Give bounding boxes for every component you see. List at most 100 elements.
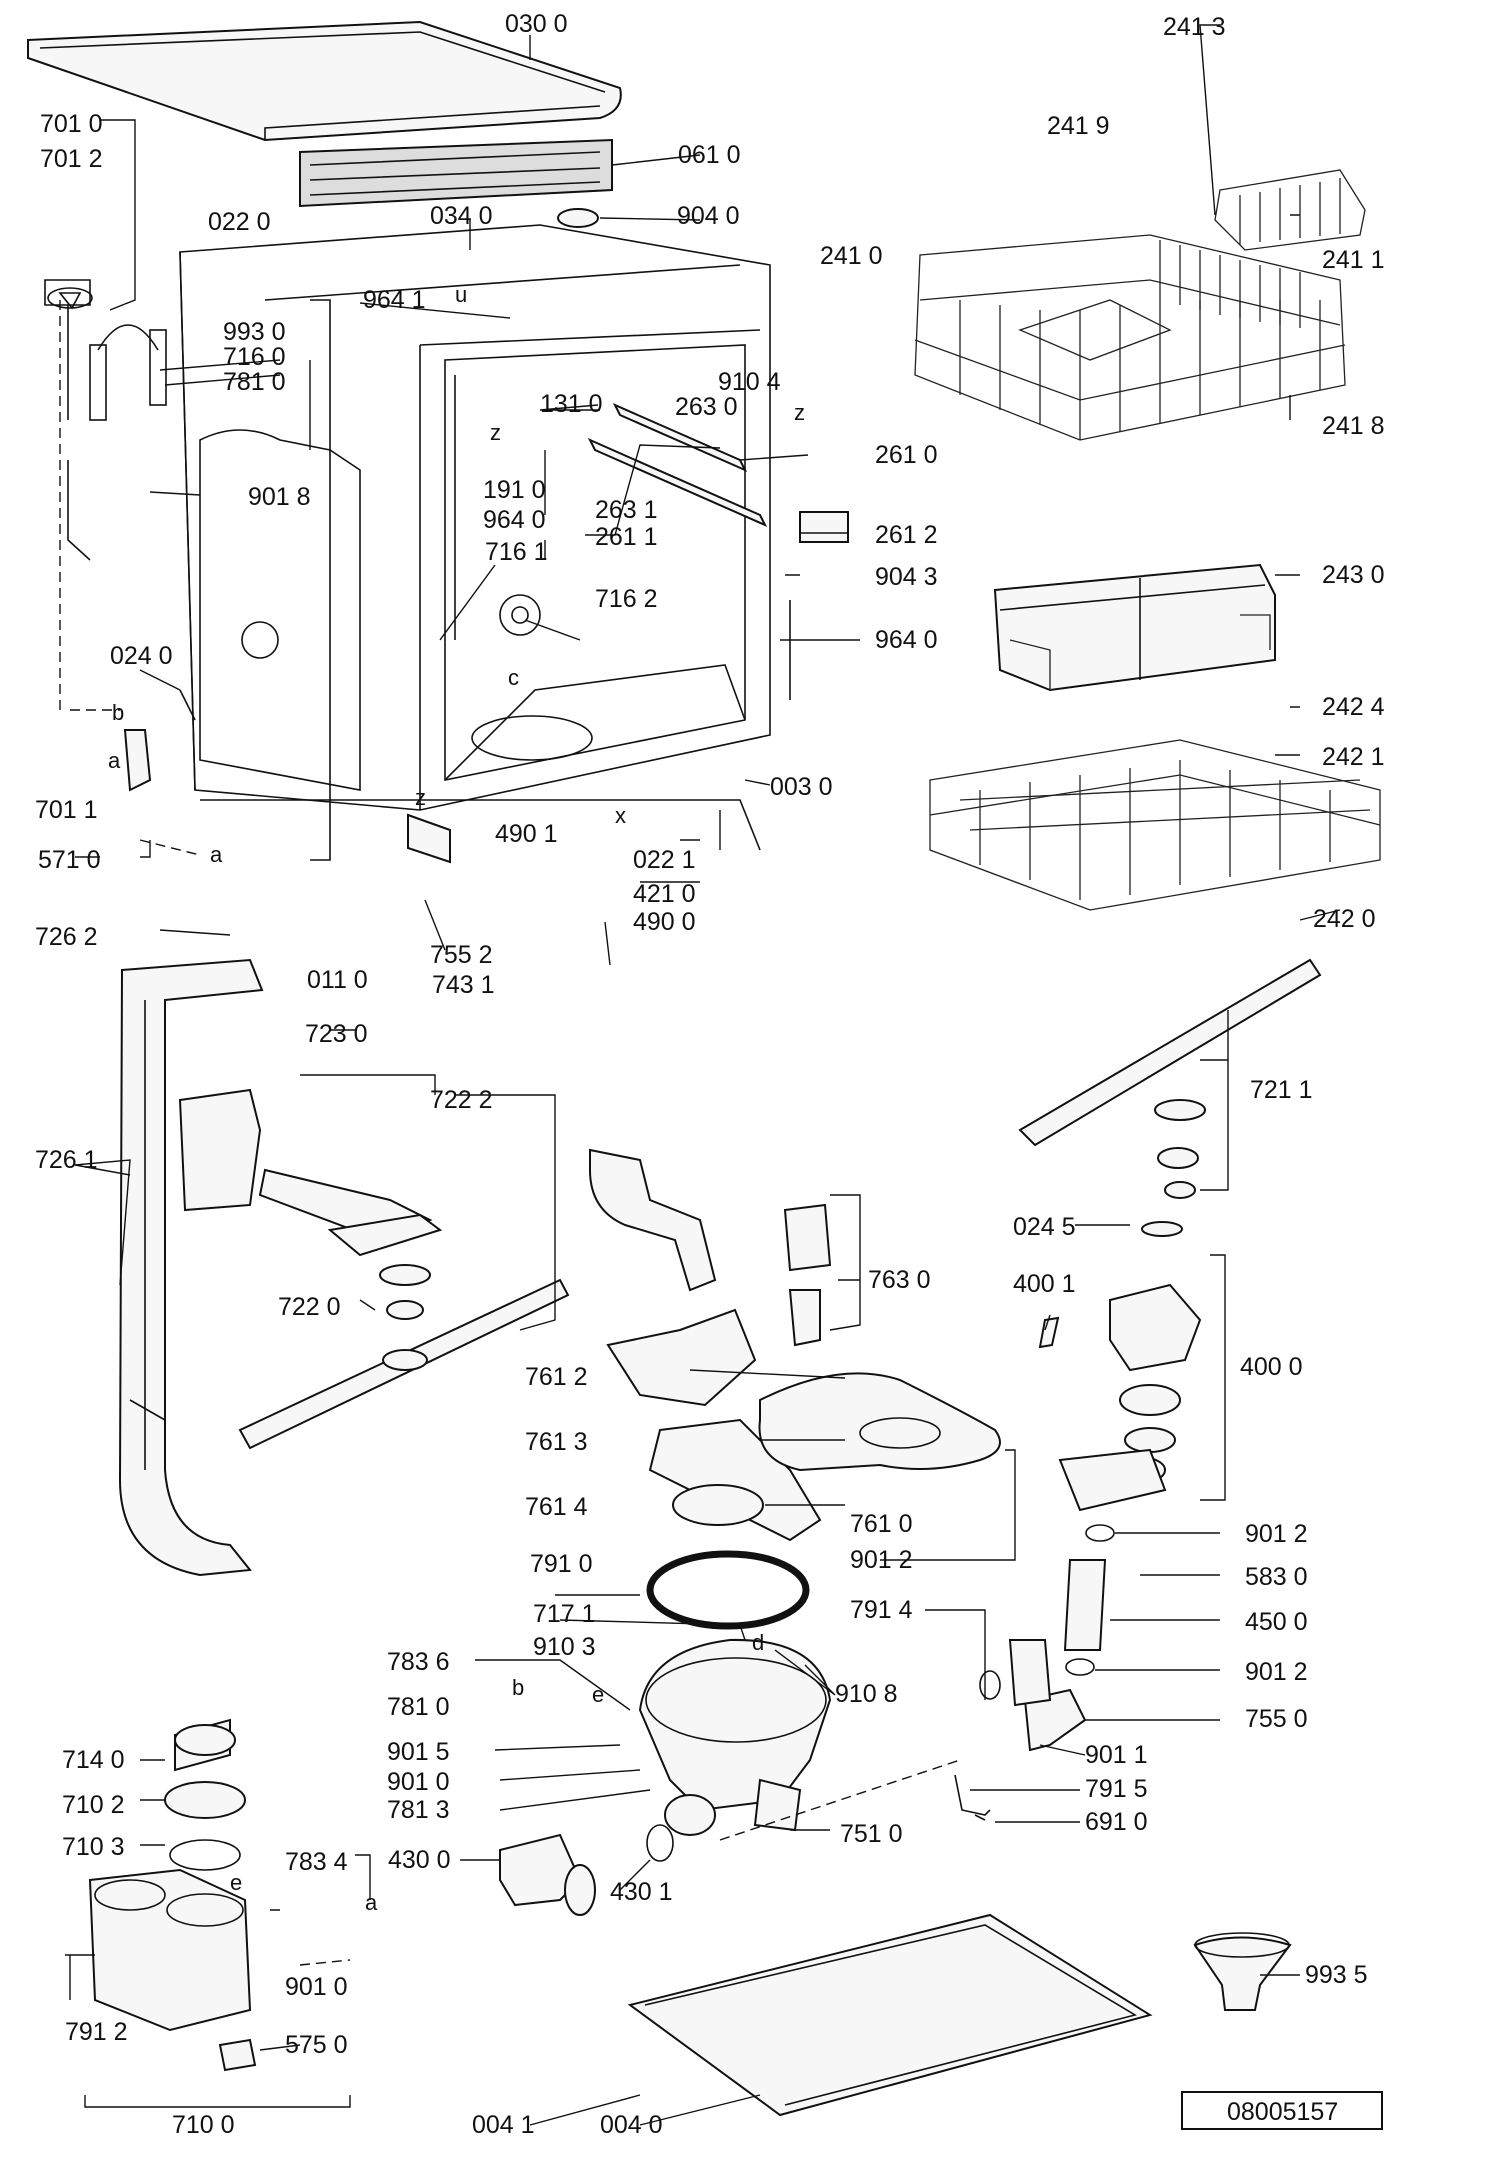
part-label: 993 5 — [1305, 1961, 1368, 1989]
salt-container-part — [88, 1718, 257, 2072]
part-label: 910 8 — [835, 1680, 898, 1708]
part-label: 261 1 — [595, 523, 658, 551]
cutlery-basket-part — [993, 563, 1276, 692]
connection-letter: b — [112, 700, 124, 725]
cap-part — [557, 208, 599, 228]
part-label: 901 8 — [248, 483, 311, 511]
filter-part — [783, 1203, 832, 1347]
part-label: 430 1 — [610, 1878, 673, 1906]
heater-hose-part — [1023, 1524, 1115, 1752]
connection-letter: c — [508, 665, 519, 690]
leader-lines — [59, 24, 1341, 2126]
part-label: 910 4 — [718, 368, 781, 396]
part-label: 751 0 — [840, 1820, 903, 1848]
part-label: 726 1 — [35, 1146, 98, 1174]
circulation-duct-part — [118, 958, 264, 1577]
part-label: 901 0 — [387, 1768, 450, 1796]
part-label: 490 1 — [495, 820, 558, 848]
upper-spray-arm-part — [1018, 958, 1322, 1199]
part-label: 716 2 — [595, 585, 658, 613]
part-label: 755 2 — [430, 941, 493, 969]
part-label: 022 0 — [208, 208, 271, 236]
part-label: 964 1 — [363, 286, 426, 314]
part-label: 781 0 — [223, 368, 286, 396]
part-label: 571 0 — [38, 846, 101, 874]
part-label: 024 0 — [110, 642, 173, 670]
connection-letter: z — [794, 400, 805, 425]
seal-part — [646, 1824, 674, 1862]
part-label: 421 0 — [633, 880, 696, 908]
part-label: 723 0 — [305, 1020, 368, 1048]
part-label: 490 0 — [633, 908, 696, 936]
part-label: 575 0 — [285, 2031, 348, 2059]
part-label: 763 0 — [868, 1266, 931, 1294]
part-label: 450 0 — [1245, 1608, 1308, 1636]
lower-spray-arm-part — [238, 1278, 570, 1450]
part-label: 761 3 — [525, 1428, 588, 1456]
spray-arm-assembly-part — [178, 1088, 443, 1320]
funnel-part — [1193, 1932, 1292, 2011]
part-label: 242 0 — [1313, 905, 1376, 933]
heating-element-part — [499, 1833, 596, 1916]
part-label: 901 0 — [285, 1973, 348, 2001]
connection-letters: u z z z c x b a a a b e e d — [108, 282, 805, 1915]
pressure-switch-part — [979, 1639, 1052, 1707]
part-label: 726 2 — [35, 923, 98, 951]
part-label: 781 3 — [387, 1796, 450, 1824]
part-label: 722 0 — [278, 1293, 341, 1321]
part-label: 003 0 — [770, 773, 833, 801]
part-label: 022 1 — [633, 846, 696, 874]
part-label: 901 2 — [850, 1546, 913, 1574]
part-label: 242 1 — [1322, 743, 1385, 771]
part-label: 004 1 — [472, 2111, 535, 2139]
part-label: 783 6 — [387, 1648, 450, 1676]
connection-letter: e — [230, 1870, 242, 1895]
part-label: 243 0 — [1322, 561, 1385, 589]
part-label: 263 1 — [595, 496, 658, 524]
part-label: 024 5 — [1013, 1213, 1076, 1241]
sump-gasket-part — [672, 1484, 764, 1526]
part-label: 030 0 — [505, 10, 568, 38]
connection-letter: d — [752, 1630, 764, 1655]
sump-seal-ring-part — [646, 1550, 810, 1630]
connection-letter: e — [592, 1682, 604, 1707]
flange-part — [1141, 1221, 1183, 1237]
part-label: 701 1 — [35, 796, 98, 824]
micro-filter-part — [758, 1372, 1001, 1472]
part-label: 904 0 — [677, 202, 740, 230]
middle-duct-part — [589, 1148, 717, 1292]
connection-letter: z — [415, 785, 426, 810]
part-label: 400 0 — [1240, 1353, 1303, 1381]
part-label: 964 0 — [875, 626, 938, 654]
part-label: 716 0 — [223, 343, 286, 371]
part-label: 791 5 — [1085, 1775, 1148, 1803]
part-label: 781 0 — [387, 1693, 450, 1721]
part-label: 701 0 — [40, 110, 103, 138]
part-label: 717 1 — [533, 1600, 596, 1628]
part-label: 011 0 — [307, 966, 368, 994]
insulation-pad-part — [299, 138, 613, 208]
part-label: 241 8 — [1322, 412, 1385, 440]
part-label: 901 1 — [1085, 1741, 1148, 1769]
upper-basket-part — [914, 234, 1346, 441]
part-label: 691 0 — [1085, 1808, 1148, 1836]
connection-letter: b — [512, 1675, 524, 1700]
cup-shelf-part — [1214, 169, 1366, 251]
connection-letter: x — [615, 803, 626, 828]
part-label: 910 3 — [533, 1633, 596, 1661]
part-label: 261 0 — [875, 441, 938, 469]
level-sensor-part — [954, 1774, 991, 1821]
part-label: 791 0 — [530, 1550, 593, 1578]
part-label: 430 0 — [388, 1846, 451, 1874]
part-label: 721 1 — [1250, 1076, 1313, 1104]
part-label: 061 0 — [678, 141, 741, 169]
part-label: 716 1 — [485, 538, 548, 566]
part-label: 241 0 — [820, 242, 883, 270]
sump-cover-part — [648, 1418, 822, 1542]
part-label: 722 2 — [430, 1086, 493, 1114]
connection-letter: u — [455, 282, 467, 307]
part-label: 901 2 — [1245, 1520, 1308, 1548]
part-label: 400 1 — [1013, 1270, 1076, 1298]
connection-letter: z — [490, 420, 501, 445]
